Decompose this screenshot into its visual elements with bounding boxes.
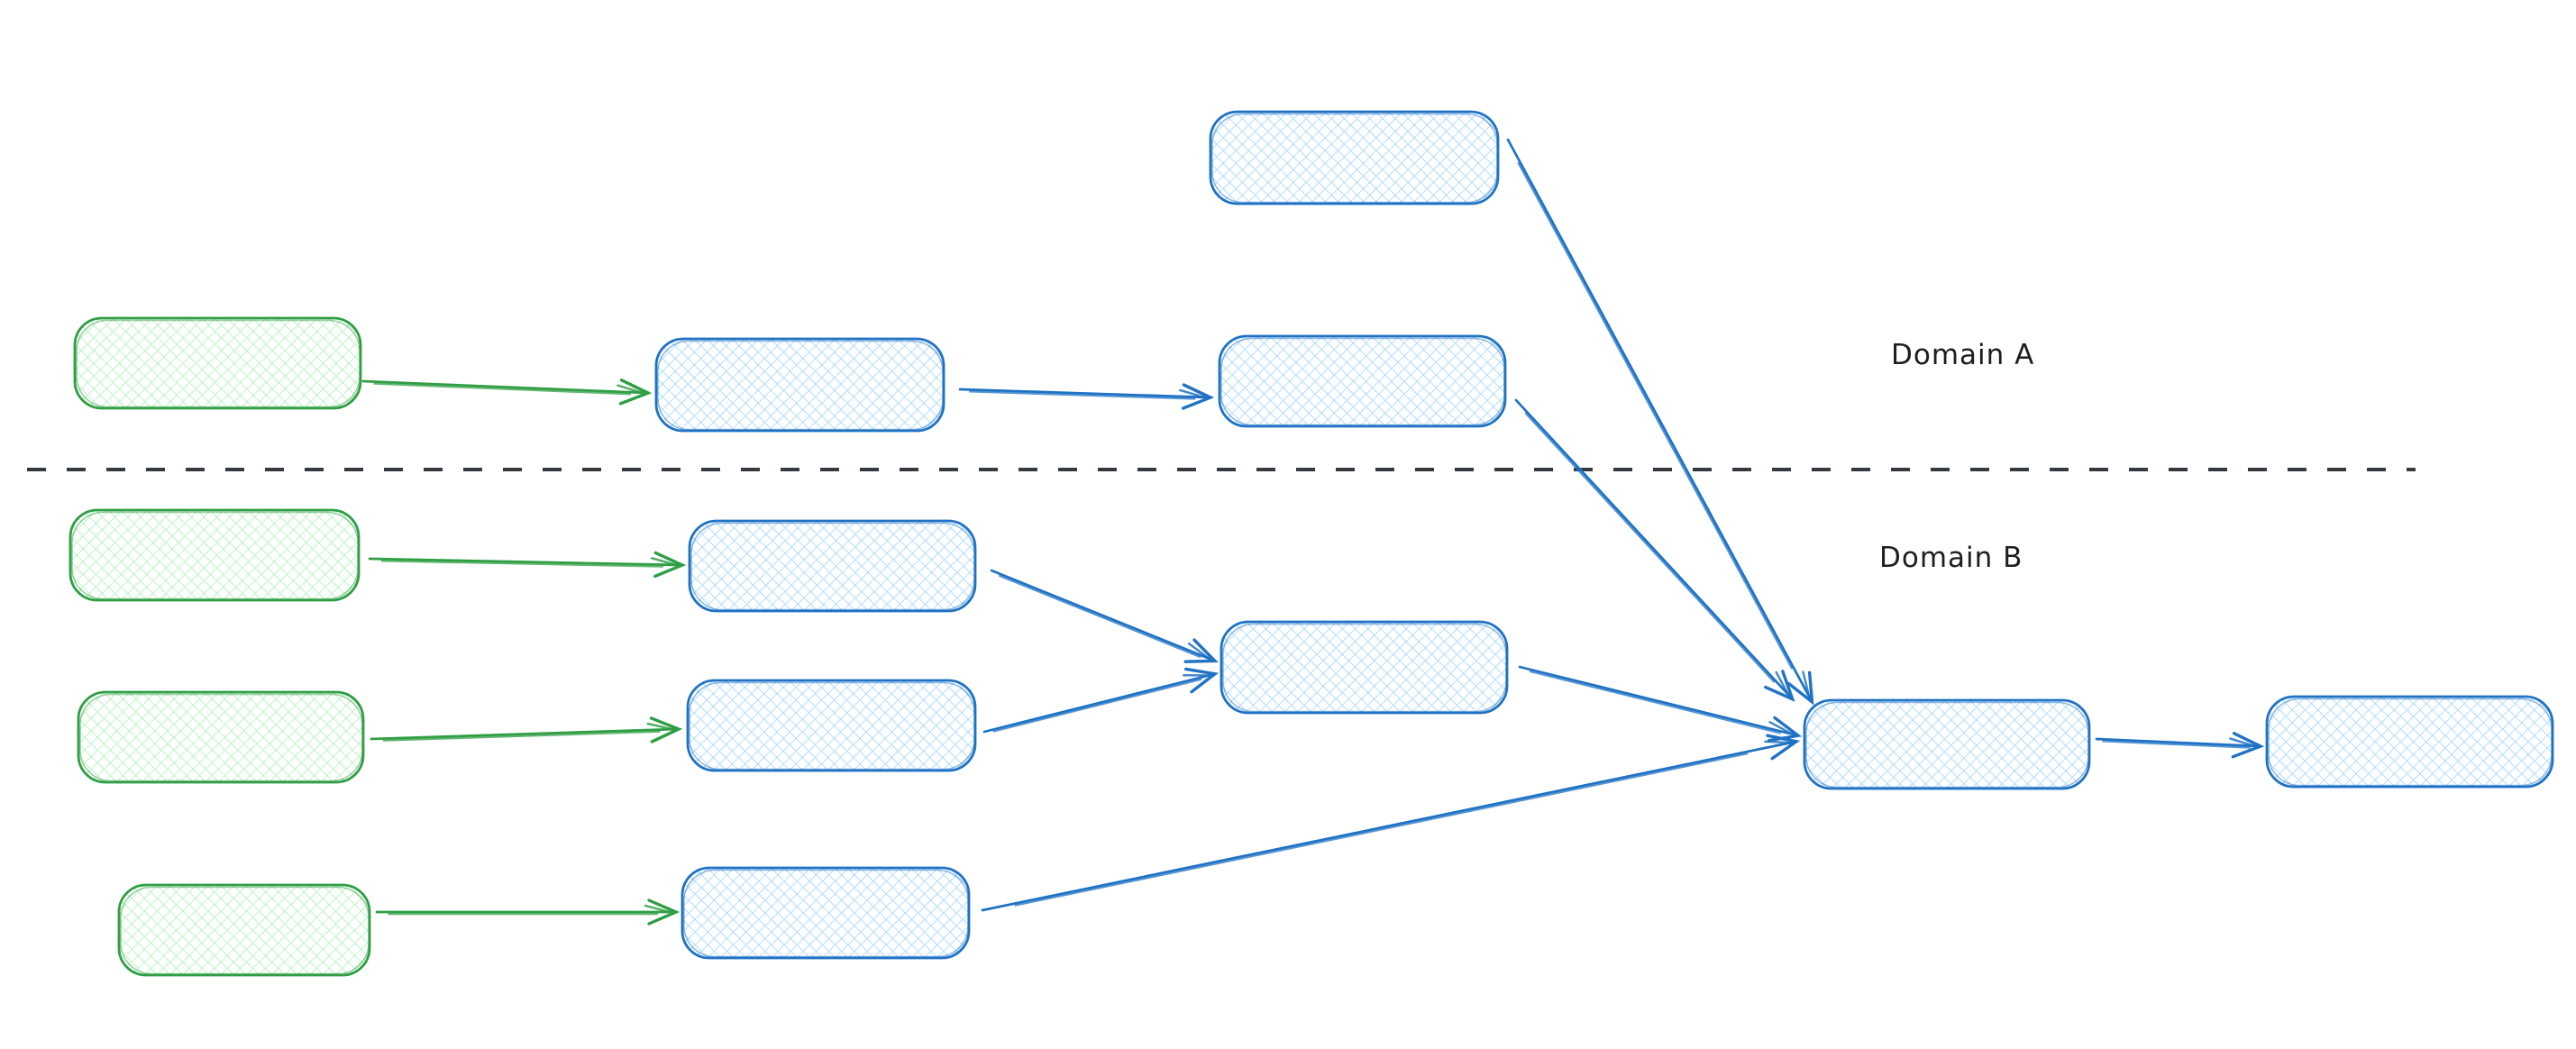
arrow-a-middle-to-right-sketch	[969, 390, 1196, 400]
arrow-top-to-sink[interactable]	[1506, 138, 1814, 706]
domain-a-top-box-sketch-border	[1211, 113, 1498, 204]
domain-b-source-2-box-sketch-border	[79, 693, 363, 782]
arrow-merge-to-sink[interactable]	[1518, 665, 1803, 743]
domain-a-right-box-sketch-border	[1220, 337, 1505, 426]
domain-b-process-3-box-node[interactable]	[681, 866, 971, 960]
domain-a-right-box[interactable]	[1218, 334, 1507, 428]
sink-box-sketch-border	[1805, 701, 2089, 789]
domain-b-process-2-box-node[interactable]	[686, 679, 977, 772]
output-box-sketch-border	[2268, 698, 2553, 787]
arrow-a-source-to-middle[interactable]	[361, 379, 653, 406]
domain-b-process-3-box-sketch-border	[683, 869, 969, 958]
domain-a-right-box-node[interactable]	[1218, 334, 1507, 428]
arrow-b-proc3-to-sink[interactable]	[981, 734, 1801, 912]
domain-b-process-1-box[interactable]	[688, 519, 977, 613]
arrow-b-proc2-to-merge[interactable]	[982, 667, 1219, 734]
sink-box-node[interactable]	[1803, 698, 2091, 790]
domain-b-source-2-box-node[interactable]	[77, 690, 365, 784]
domain-b-label[interactable]: Domain B	[1879, 542, 2023, 574]
arrow-b-proc1-to-merge-sketch	[999, 575, 1201, 659]
arrow-sink-to-output-sketch	[2102, 740, 2252, 749]
domain-b-source-3-box-sketch-border	[120, 886, 370, 975]
arrow-b-proc3-to-sink-sketch	[1014, 753, 1749, 907]
domain-b-process-1-box-sketch-border	[690, 522, 975, 611]
domain-a-middle-box-sketch-border	[657, 340, 944, 431]
output-box[interactable]	[2265, 695, 2554, 789]
arrow-b-source1-to-proc1-sketch	[380, 560, 664, 568]
domain-b-process-2-box[interactable]	[686, 679, 977, 772]
arrow-top-to-sink-sketch	[1517, 161, 1793, 670]
domain-b-merge-box[interactable]	[1219, 620, 1509, 715]
arrow-b-proc1-to-merge[interactable]	[990, 569, 1219, 663]
domain-b-process-2-box-sketch-border	[689, 681, 975, 771]
domain-b-source-1-box[interactable]	[69, 508, 361, 602]
domain-a-middle-box[interactable]	[654, 337, 945, 433]
domain-a-label[interactable]: Domain A	[1891, 339, 2034, 371]
domain-a-top-box-node[interactable]	[1209, 110, 1500, 205]
sink-box[interactable]	[1803, 698, 2091, 790]
arrow-b-proc2-to-merge-sketch	[992, 678, 1202, 733]
domain-a-source-box-sketch-border	[76, 319, 361, 408]
domain-a-middle-box-node[interactable]	[654, 337, 945, 433]
domain-b-process-1-box-node[interactable]	[688, 519, 977, 613]
domain-b-source-3-box-node[interactable]	[117, 883, 371, 977]
output-box-node[interactable]	[2265, 695, 2554, 789]
domain-b-source-3-box[interactable]	[117, 883, 371, 977]
arrow-sink-to-output[interactable]	[2095, 732, 2265, 759]
domain-a-source-box[interactable]	[73, 316, 362, 410]
arrow-a-source-to-middle-sketch	[373, 382, 632, 396]
domain-b-source-1-box-sketch-border	[71, 511, 359, 600]
domain-b-source-1-box-node[interactable]	[69, 508, 361, 602]
arrow-b-source2-to-proc2[interactable]	[370, 716, 683, 743]
domain-a-source-box-node[interactable]	[73, 316, 362, 410]
domain-b-process-3-box[interactable]	[681, 866, 971, 960]
domain-b-merge-box-node[interactable]	[1219, 620, 1509, 715]
arrow-a-right-to-sink-sketch	[1524, 412, 1776, 683]
domain-b-merge-box-sketch-border	[1222, 623, 1507, 713]
arrow-a-right-to-sink[interactable]	[1514, 398, 1795, 702]
arrow-b-source2-to-proc2-sketch	[382, 730, 661, 742]
domain-b-source-2-box[interactable]	[77, 690, 365, 784]
arrow-b-source1-to-proc1[interactable]	[368, 551, 687, 579]
arrow-a-middle-to-right[interactable]	[958, 383, 1215, 410]
arrow-merge-to-sink-sketch	[1529, 670, 1781, 734]
domain-a-top-box[interactable]	[1209, 110, 1500, 205]
